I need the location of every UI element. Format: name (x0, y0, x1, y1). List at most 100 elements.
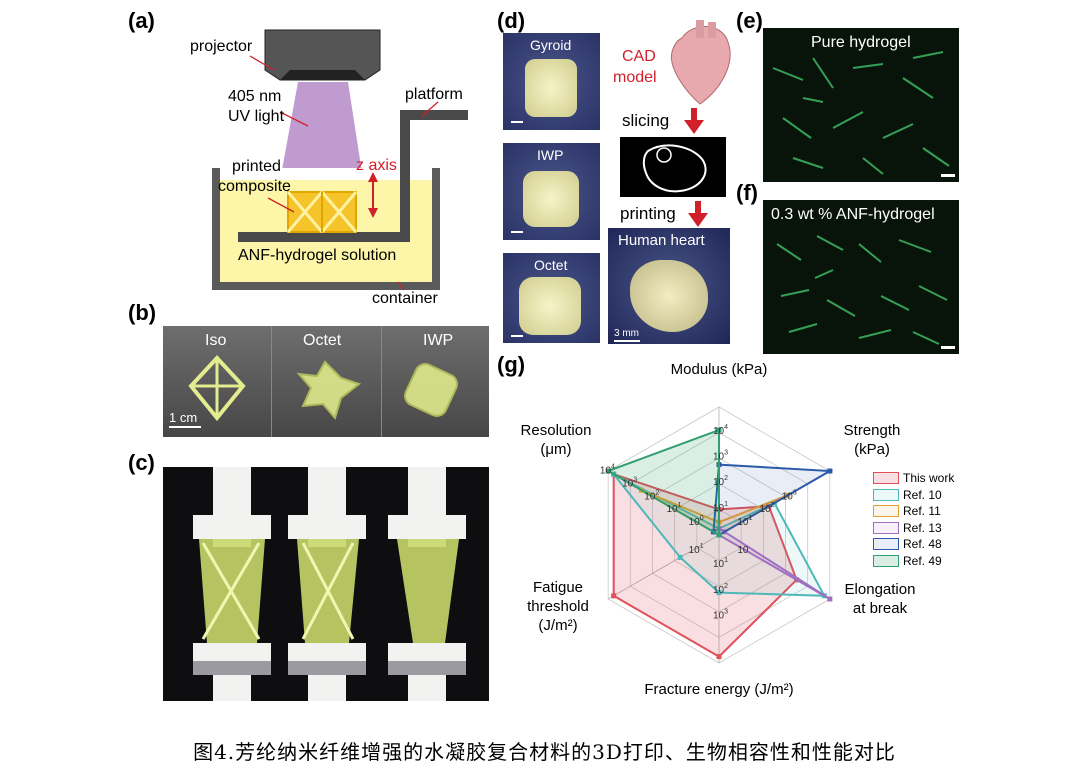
radar-tick-label: 103 (713, 450, 728, 463)
panel-f-label: (f) (736, 180, 758, 205)
slicing-label: slicing (622, 111, 670, 130)
anf-hydrogel-fluorescence: 0.3 wt % ANF-hydrogel (763, 200, 959, 354)
legend-swatch (873, 472, 899, 485)
octet-photo: Octet (503, 253, 600, 343)
scale-bar-1cm: 1 cm (169, 410, 198, 425)
radar-point (716, 427, 722, 433)
legend-swatch (873, 521, 899, 534)
radar-axis-label: at break (853, 600, 908, 617)
arrow-down-icon (688, 201, 708, 227)
radar-axis-label: Strength (844, 422, 901, 439)
radar-point (677, 554, 683, 560)
radar-tick-label: 103 (782, 489, 797, 502)
scale-bar-3mm: 3 mm (614, 328, 639, 339)
radar-point (611, 593, 617, 599)
radar-tick-label: 101 (689, 543, 704, 556)
legend-label: This work (903, 471, 955, 486)
platform-label: platform (405, 86, 463, 103)
radar-tick-label: 10 (737, 545, 749, 556)
radar-tick-label: 104 (600, 464, 615, 477)
legend-item: Ref. 11 (873, 503, 954, 520)
radar-series-6 (605, 428, 720, 537)
lattice-samples (188, 355, 458, 422)
legend-item: Ref. 48 (873, 536, 954, 553)
legend-swatch (873, 538, 899, 551)
uv-light-label-line1: 405 nm (228, 88, 282, 105)
radar-point (716, 532, 722, 538)
container-label: container (372, 290, 438, 307)
radar-axis-label: Elongation (845, 581, 916, 598)
heart-cad-icon (670, 20, 731, 105)
radar-axis-label: (J/m²) (538, 617, 577, 634)
printed-composite-label-line1: printed (232, 158, 281, 175)
legend-item: This work (873, 470, 954, 487)
radar-axis-label: threshold (527, 598, 589, 615)
arrow-down-icon (684, 108, 704, 134)
iwp-photo: IWP (503, 143, 600, 240)
tensile-test-photo (163, 467, 489, 701)
human-heart-photo: Human heart 3 mm (608, 228, 730, 344)
human-heart-label: Human heart (618, 232, 705, 249)
radar-axis-label: Fatigue (533, 579, 583, 596)
radar-tick-label: 103 (713, 608, 728, 621)
uv-light-label-line2: UV light (228, 108, 285, 125)
radar-tick-label: 101 (666, 502, 681, 515)
radar-tick-label: 104 (713, 424, 728, 437)
radar-chart: 101 102 103 104 101 102 103 10 101 102 103 101 100 10… (521, 361, 916, 698)
radar-axis-label: Modulus (kPa) (671, 361, 768, 378)
radar-point (716, 654, 722, 660)
panel-c-label: (c) (128, 450, 155, 475)
slice-image (620, 137, 726, 197)
radar-tick-label: 102 (760, 502, 775, 515)
radar-point (827, 596, 833, 602)
gyroid-photo: Gyroid (503, 33, 600, 130)
legend-swatch (873, 488, 899, 501)
radar-axis-label: Fracture energy (J/m²) (644, 681, 793, 698)
cad-label-line2: model (613, 69, 657, 86)
anf-hydrogel-label: 0.3 wt % ANF-hydrogel (771, 206, 935, 223)
lattice-octet-label: Octet (303, 332, 342, 349)
legend-item: Ref. 49 (873, 553, 954, 570)
gyroid-label: Gyroid (530, 37, 572, 53)
radar-axis-label: Resolution (521, 422, 592, 439)
radar-axis-line (607, 534, 720, 600)
pure-hydrogel-fluorescence: Pure hydrogel (763, 28, 959, 182)
radar-tick-label: 101 (737, 515, 752, 528)
printed-composite-label-line2: composite (218, 178, 291, 195)
radar-axis-label: (kPa) (854, 441, 890, 458)
legend-item: Ref. 13 (873, 520, 954, 537)
radar-point (827, 468, 833, 474)
radar-tick-label: 100 (689, 515, 704, 528)
panel-g-label: (g) (497, 352, 526, 377)
solution-label: ANF-hydrogel solution (238, 247, 397, 264)
panel-d-label: (d) (497, 8, 526, 33)
radar-tick-label: 101 (713, 557, 728, 570)
figure-caption: 图4.芳纶纳米纤维增强的水凝胶复合材料的3D打印、生物相容性和性能对比 (193, 740, 896, 764)
iwp-label: IWP (537, 147, 564, 163)
radar-tick-label: 102 (713, 583, 728, 596)
legend-swatch (873, 505, 899, 518)
projector-label: projector (190, 38, 253, 55)
radar-point (716, 590, 722, 596)
printing-label: printing (620, 204, 676, 223)
radar-point (605, 468, 611, 474)
lattice-iso-label: Iso (205, 332, 227, 349)
lattice-photo: Iso Octet IWP 1 cm (163, 326, 489, 437)
pure-hydrogel-label: Pure hydrogel (811, 34, 911, 51)
printing-setup-diagram (212, 29, 468, 291)
legend-label: Ref. 10 (903, 487, 942, 502)
legend-label: Ref. 11 (903, 504, 941, 519)
legend-item: Ref. 10 (873, 487, 954, 504)
radar-tick-label: 102 (644, 489, 659, 502)
legend-label: Ref. 13 (903, 520, 942, 535)
panel-b-label: (b) (128, 300, 157, 325)
radar-tick-label: 102 (713, 475, 728, 488)
cad-label-line1: CAD (622, 48, 656, 65)
legend-label: Ref. 48 (903, 537, 942, 552)
panel-a-label: (a) (128, 8, 155, 33)
radar-axis-label: (μm) (540, 441, 571, 458)
radar-tick-label: 103 (622, 477, 637, 490)
radar-tick-label: 101 (713, 501, 728, 514)
legend-label: Ref. 49 (903, 553, 942, 568)
